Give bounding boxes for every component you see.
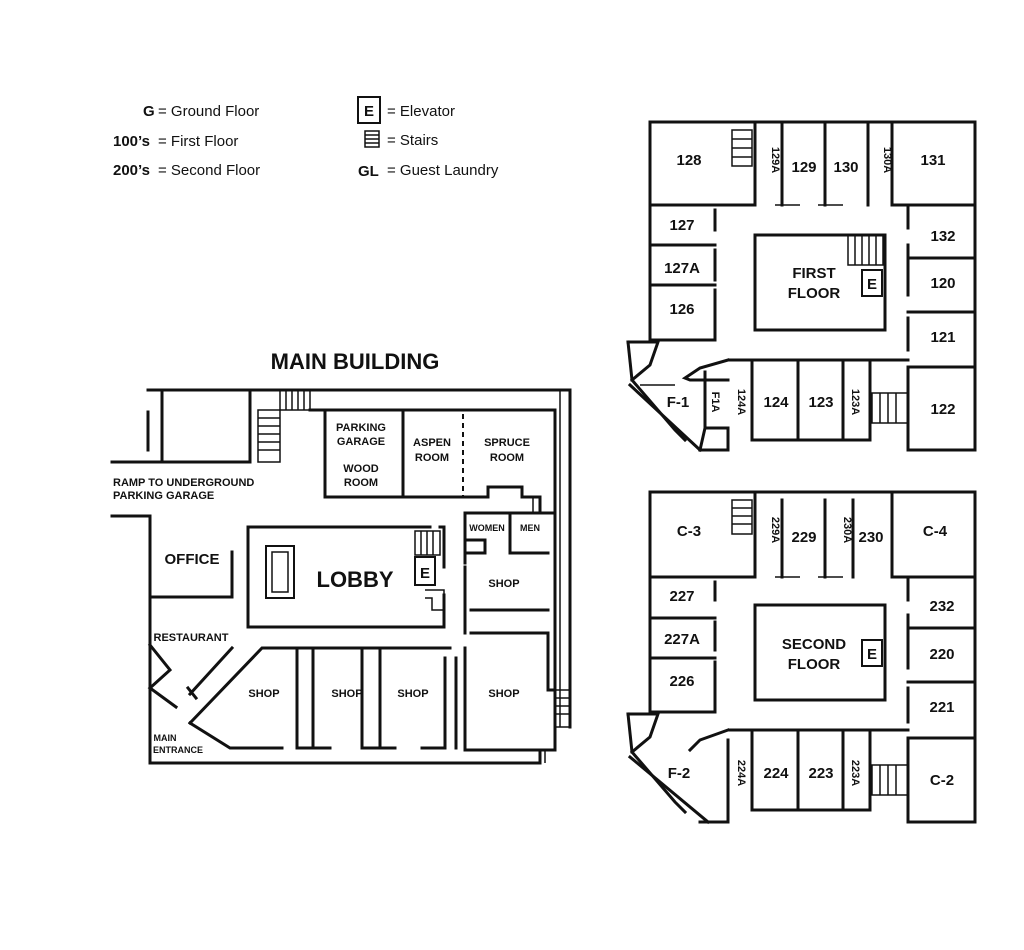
room-229a-label: 229A	[769, 517, 781, 543]
ff-elevator-icon	[861, 269, 883, 297]
room-227a-label: 227A	[664, 631, 700, 648]
legend-laundry-label: = Guest Laundry	[387, 162, 499, 179]
shop-right-upper-label: SHOP	[488, 578, 519, 590]
room-221-label: 221	[929, 699, 954, 716]
parking-garage-label-1: PARKING	[336, 422, 386, 434]
legend-laundry-key: GL	[358, 163, 379, 180]
sf-top-stairs-icon	[731, 499, 753, 535]
room-121-label: 121	[930, 329, 955, 346]
room-129a-label: 129A	[769, 147, 781, 173]
main-top-stairs-icon	[279, 389, 311, 411]
legend-stairs-icon	[364, 130, 380, 148]
restaurant-label: RESTAURANT	[154, 632, 229, 644]
first-floor-title-2: FLOOR	[788, 285, 841, 302]
shop-3-label: SHOP	[397, 688, 428, 700]
ff-center-stairs-icon	[847, 234, 884, 266]
legend-first-key: 100’s	[113, 133, 150, 150]
legend-ground-key: G	[143, 103, 155, 120]
legend-stairs-label: = Stairs	[387, 132, 438, 149]
lobby-elevator-label: E	[420, 565, 430, 582]
room-223-label: 223	[808, 765, 833, 782]
legend-elevator-icon	[357, 96, 381, 124]
main-entrance-label-1: MAIN	[154, 733, 177, 743]
main-entrance-label-2: ENTRANCE	[153, 745, 203, 755]
room-127-label: 127	[669, 217, 694, 234]
sf-elevator-icon	[861, 639, 883, 667]
second-floor-plan: E SECOND FLOOR C-3 229A 229 230A 230 C-4…	[626, 490, 977, 825]
main-right-stairs-icon	[554, 689, 571, 728]
room-123-label: 123	[808, 394, 833, 411]
room-220-label: 220	[929, 646, 954, 663]
ramp-label-1: RAMP TO UNDERGROUND	[113, 477, 254, 489]
room-229-label: 229	[791, 529, 816, 546]
room-f1-label: F-1	[667, 394, 690, 411]
shop-4-label: SHOP	[488, 688, 519, 700]
ff-bottom-stairs-icon	[871, 392, 909, 424]
ff-top-stairs-icon	[731, 129, 753, 167]
first-floor-title-1: FIRST	[792, 265, 835, 282]
main-building: MAIN BUILDING	[110, 349, 572, 765]
room-c4-label: C-4	[923, 523, 948, 540]
main-building-title: MAIN BUILDING	[271, 349, 440, 374]
sf-bottom-stairs-icon	[871, 764, 909, 796]
aspen-room-label-2: ROOM	[415, 452, 449, 464]
second-floor-title-2: FLOOR	[788, 656, 841, 673]
room-f2-label: F-2	[668, 765, 691, 782]
sf-elevator-label: E	[867, 646, 877, 663]
room-130a-label: 130A	[881, 147, 893, 173]
legend-elevator-key: E	[364, 103, 374, 120]
room-120-label: 120	[930, 275, 955, 292]
lobby-stairs-icon	[414, 530, 441, 556]
shop-2-label: SHOP	[331, 688, 362, 700]
ff-elevator-label: E	[867, 276, 877, 293]
room-c2-label: C-2	[930, 772, 954, 789]
room-223a-label: 223A	[849, 760, 861, 786]
wood-room-label-1: WOOD	[343, 463, 378, 475]
room-226-label: 226	[669, 673, 694, 690]
first-floor-plan: E FIRST FLOOR 128 129A 129 130 130A 131 …	[626, 120, 977, 453]
legend-first-label: = First Floor	[158, 133, 238, 150]
lobby-label: LOBBY	[317, 567, 394, 592]
room-c3-label: C-3	[677, 523, 701, 540]
room-130-label: 130	[833, 159, 858, 176]
room-123a-label: 123A	[849, 389, 861, 415]
room-230a-label: 230A	[841, 517, 853, 543]
room-124-label: 124	[763, 394, 789, 411]
second-floor-title-1: SECOND	[782, 636, 846, 653]
spruce-room-label-2: ROOM	[490, 452, 524, 464]
legend-ground-label: = Ground Floor	[158, 103, 259, 120]
legend-second-label: = Second Floor	[158, 162, 260, 179]
room-f1a-label: F1A	[709, 392, 721, 413]
room-129-label: 129	[791, 159, 816, 176]
legend: G = Ground Floor 100’s = First Floor 200…	[113, 96, 499, 180]
legend-elevator-label: = Elevator	[387, 103, 455, 120]
shop-1-label: SHOP	[248, 688, 279, 700]
room-122-label: 122	[930, 401, 955, 418]
main-left-stairs-icon	[257, 409, 281, 463]
room-128-label: 128	[676, 152, 701, 169]
lobby-elevator-icon	[414, 556, 436, 586]
ramp-label-2: PARKING GARAGE	[113, 490, 214, 502]
women-restroom-label: WOMEN	[469, 523, 505, 533]
room-230-label: 230	[858, 529, 883, 546]
room-124a-label: 124A	[735, 389, 747, 415]
room-126-label: 126	[669, 301, 694, 318]
legend-second-key: 200’s	[113, 162, 150, 179]
spruce-room-label-1: SPRUCE	[484, 437, 530, 449]
room-127a-label: 127A	[664, 260, 700, 277]
room-131-label: 131	[920, 152, 945, 169]
room-132-label: 132	[930, 228, 955, 245]
office-label: OFFICE	[165, 551, 220, 568]
wood-room-label-2: ROOM	[344, 477, 378, 489]
room-232-label: 232	[929, 598, 954, 615]
room-224-label: 224	[763, 765, 789, 782]
men-restroom-label: MEN	[520, 523, 540, 533]
parking-garage-label-2: GARAGE	[337, 436, 385, 448]
fountain-icon	[265, 545, 295, 599]
room-224a-label: 224A	[735, 760, 747, 786]
aspen-room-label-1: ASPEN	[413, 437, 451, 449]
room-227-label: 227	[669, 588, 694, 605]
